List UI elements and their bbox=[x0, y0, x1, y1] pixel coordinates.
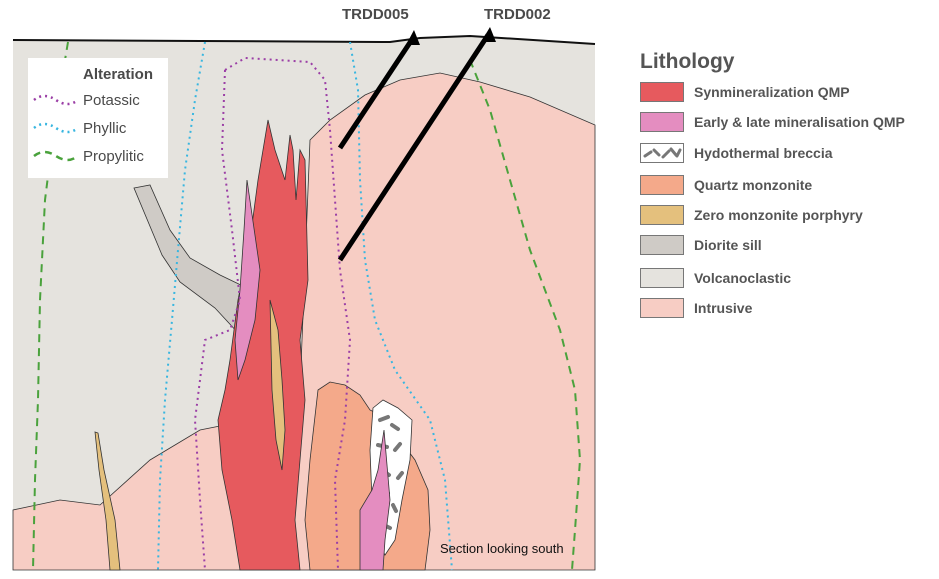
lithology-legend-title: Lithology bbox=[640, 50, 735, 73]
lithology-swatch bbox=[640, 175, 684, 195]
lithology-legend-label: Diorite sill bbox=[694, 237, 762, 253]
lithology-legend-label: Volcanoclastic bbox=[694, 270, 792, 286]
alteration-legend-label: Propylitic bbox=[83, 148, 144, 165]
propylitic-envelope-left bbox=[32, 41, 69, 571]
alteration-legend-item-potassic: Potassic bbox=[28, 90, 168, 116]
breccia-pattern-icon bbox=[643, 147, 682, 159]
lithology-legend-item-diorite-sill: Diorite sill bbox=[640, 235, 935, 259]
quartz-monzonite bbox=[304, 381, 431, 571]
alteration-legend-item-phyllic: Phyllic bbox=[28, 118, 168, 144]
alteration-legend-title: Alteration bbox=[83, 66, 154, 83]
lithology-legend-item-quartz-monzonite: Quartz monzonite bbox=[640, 175, 935, 199]
zero-monzonite-porphyry-2 bbox=[269, 299, 286, 471]
alteration-legend-label: Phyllic bbox=[83, 120, 127, 137]
lithology-legend-label: Early & late mineralisation QMP bbox=[694, 114, 905, 130]
potassic-envelope bbox=[193, 56, 352, 571]
alteration-legend: Alteration Potassic Phyllic Propylitic bbox=[28, 58, 168, 178]
drillhole-label-trdd002: TRDD002 bbox=[484, 6, 551, 23]
lithology-legend-item-synmineralization-qmp: Synmineralization QMP bbox=[640, 82, 935, 106]
propylitic-envelope-right bbox=[469, 59, 582, 571]
lithology-swatch bbox=[640, 112, 684, 132]
drillhole-label-trdd005: TRDD005 bbox=[342, 6, 409, 23]
propylitic-line-symbol bbox=[33, 150, 79, 162]
lithology-swatch bbox=[640, 268, 684, 288]
lithology-swatch bbox=[640, 298, 684, 318]
early-late-qmp-2 bbox=[359, 429, 391, 571]
potassic-line-symbol bbox=[33, 94, 79, 106]
lithology-legend-item-volcanoclastic: Volcanoclastic bbox=[640, 268, 935, 292]
lithology-swatch-breccia bbox=[640, 143, 684, 163]
lithology-legend-item-zero-monzonite-porphyry: Zero monzonite porphyry bbox=[640, 205, 935, 229]
synmineralization-qmp bbox=[217, 119, 309, 571]
lithology-legend-item-early-late-qmp: Early & late mineralisation QMP bbox=[640, 112, 935, 136]
alteration-legend-label: Potassic bbox=[83, 92, 140, 109]
lithology-legend-item-intrusive: Intrusive bbox=[640, 298, 935, 322]
early-late-qmp bbox=[234, 179, 261, 381]
phyllic-envelope-left bbox=[157, 41, 206, 571]
intrusive-unit bbox=[12, 72, 596, 571]
lithology-legend-label: Quartz monzonite bbox=[694, 177, 813, 193]
alteration-legend-item-propylitic: Propylitic bbox=[28, 146, 168, 172]
lithology-legend-label: Synmineralization QMP bbox=[694, 84, 850, 100]
zero-monzonite-porphyry bbox=[94, 431, 121, 571]
drillhole-trdd005-collar bbox=[406, 30, 420, 45]
lithology-legend-label: Intrusive bbox=[694, 300, 753, 316]
section-caption: Section looking south bbox=[440, 541, 564, 556]
drillhole-trdd002-trace bbox=[337, 33, 491, 262]
lithology-legend-item-hydrothermal-breccia: Hydothermal breccia bbox=[640, 143, 935, 167]
lithology-legend-label: Hydothermal breccia bbox=[694, 145, 833, 161]
lithology-swatch bbox=[640, 235, 684, 255]
lithology-swatch bbox=[640, 82, 684, 102]
drillhole-trdd002-collar bbox=[481, 27, 496, 42]
drillhole-trdd005-trace bbox=[337, 36, 416, 150]
lithology-swatch bbox=[640, 205, 684, 225]
lithology-legend-label: Zero monzonite porphyry bbox=[694, 207, 863, 223]
phyllic-line-symbol bbox=[33, 122, 79, 134]
